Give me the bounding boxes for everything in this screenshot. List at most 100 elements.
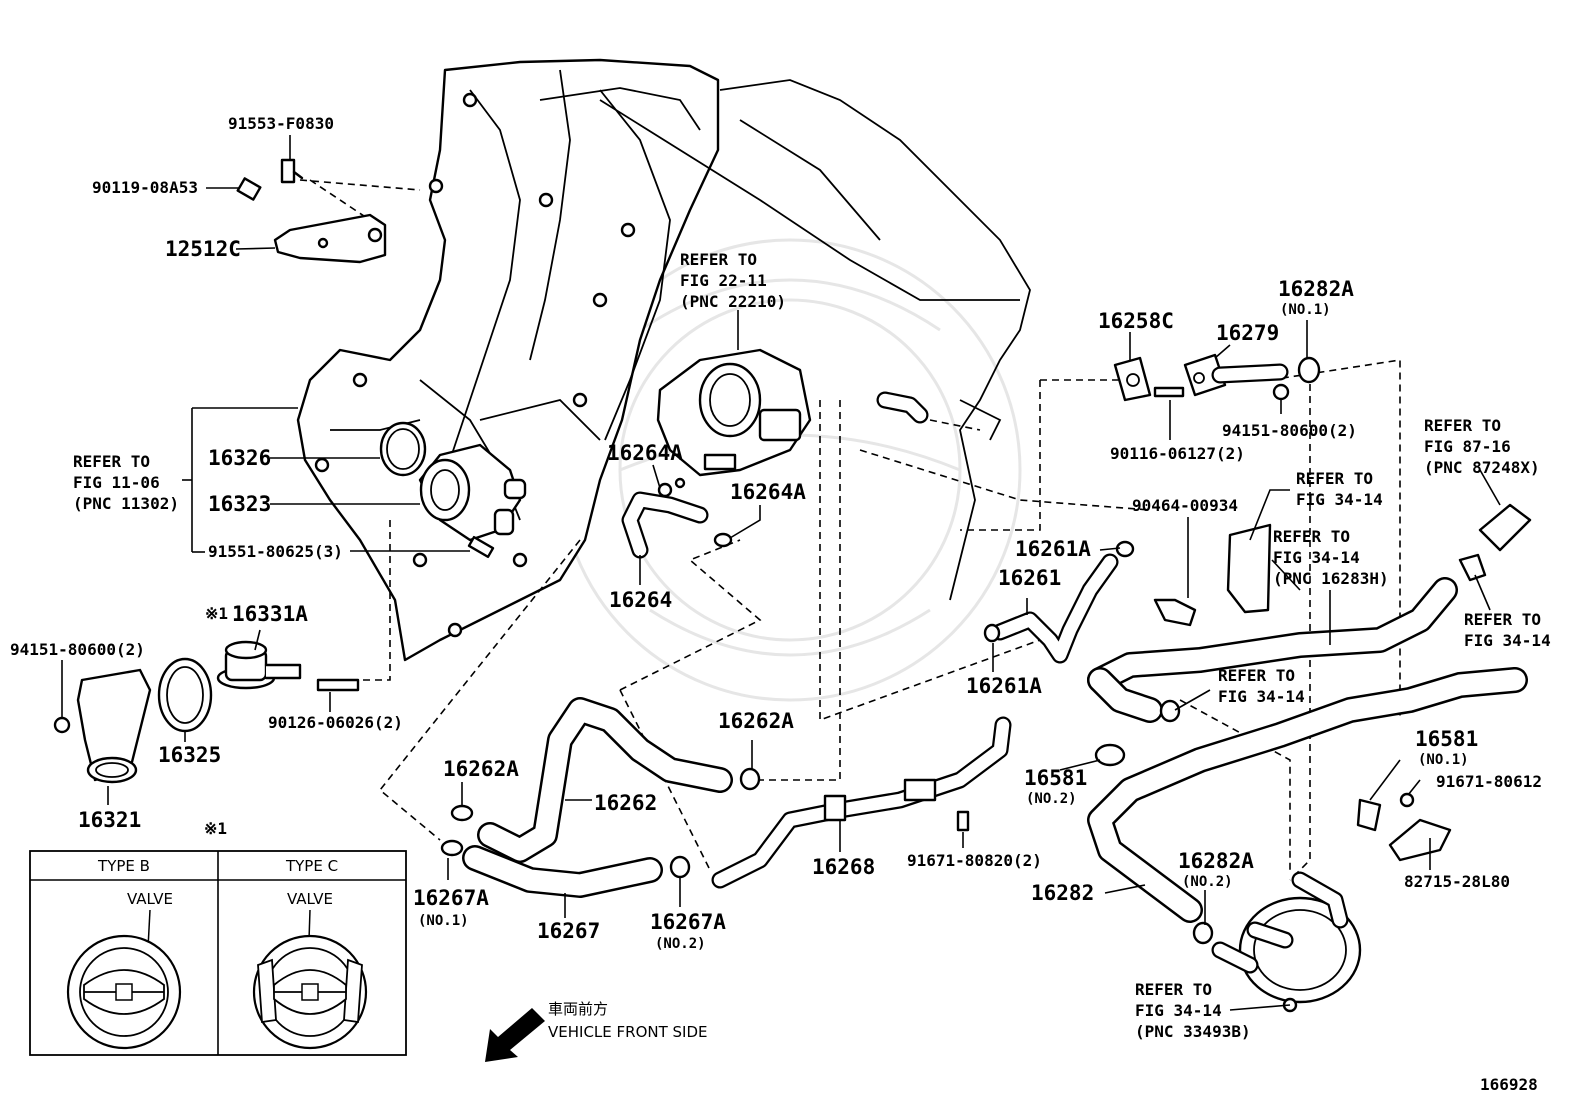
label-refer-34-14-d-line1: REFER TO: [1218, 666, 1295, 685]
label-91671-80820: 91671-80820(2): [907, 851, 1042, 870]
hose-16261: [991, 553, 1119, 664]
label-16262: 16262: [594, 791, 657, 815]
label-16264a-1: 16264A: [607, 441, 683, 465]
label-16282a-1-sub: (NO.1): [1280, 302, 1331, 318]
vehicle-front-arrow: 車両前方 VEHICLE FRONT SIDE: [485, 1000, 708, 1062]
hose-16282: [1087, 667, 1528, 923]
inset-valve-c: VALVE: [287, 890, 333, 908]
inset-type-b: TYPE B: [97, 857, 150, 875]
bolt-90119: [236, 177, 262, 201]
label-16267a-1: 16267A: [413, 886, 489, 910]
elbow-hose: [876, 391, 929, 424]
label-16279: 16279: [1216, 321, 1279, 345]
label-refer-11-06-line1: REFER TO: [73, 452, 150, 471]
nut-94151-left: [53, 716, 71, 734]
hose-16264: [621, 491, 709, 559]
label-16323: 16323: [208, 492, 271, 516]
label-ref-mark-1: ※1: [205, 604, 228, 623]
label-90119-08a53: 90119-08A53: [92, 178, 198, 197]
label-16282a-2-sub: (NO.2): [1182, 874, 1233, 890]
thermostat-type-inset: ※1 TYPE B TYPE C VALVE VALVE: [29, 819, 407, 1056]
leader-lines: [61, 135, 1501, 1011]
label-16321: 16321: [78, 808, 141, 832]
gasket-16325: [157, 657, 213, 733]
label-16261a-2: 16261A: [966, 674, 1042, 698]
water-inlet-16321: [76, 668, 152, 784]
label-refer-34-14-d-line2: FIG 34-14: [1218, 687, 1305, 706]
clip-90464: [1153, 598, 1197, 627]
clamp-16282a-no2: [1192, 921, 1214, 945]
label-16267a-2: 16267A: [650, 910, 726, 934]
label-82715-28l80: 82715-28L80: [1404, 872, 1510, 891]
label-94151-80600-right: 94151-80600(2): [1222, 421, 1357, 440]
stud-90116: [1153, 386, 1185, 398]
diagram-number: 166928: [1480, 1075, 1538, 1094]
label-refer-87-16-line1: REFER TO: [1424, 416, 1501, 435]
label-16262a-2: 16262A: [443, 757, 519, 781]
label-16268: 16268: [812, 855, 875, 879]
label-16267a-2-sub: (NO.2): [655, 936, 706, 952]
front-arrow-icon: [485, 1008, 545, 1062]
throttle-body: [656, 348, 812, 477]
label-91553-f0830: 91553-F0830: [228, 114, 334, 133]
clamps-bottom: [440, 767, 761, 879]
label-16262a-1: 16262A: [718, 709, 794, 733]
label-90126-06026: 90126-06026(2): [268, 713, 403, 732]
label-refer-34-14-a-line2: FIG 34-14: [1296, 490, 1383, 509]
connector-87248x: [1458, 503, 1532, 582]
label-refer-34-14-e-line3: (PNC 33493B): [1135, 1022, 1251, 1041]
front-label-jp: 車両前方: [548, 1000, 608, 1018]
inset-valve-b: VALVE: [127, 890, 173, 908]
nut-94151-right: [1272, 383, 1290, 401]
label-16267a-1-sub: (NO.1): [418, 913, 469, 929]
pipe-16279: [1183, 353, 1289, 397]
label-refer-11-06-line3: (PNC 11302): [73, 494, 179, 513]
hose-16267: [462, 845, 663, 898]
label-refer-22-11-line1: REFER TO: [680, 250, 757, 269]
label-16261a-1: 16261A: [1015, 537, 1091, 561]
front-label-en: VEHICLE FRONT SIDE: [548, 1023, 708, 1041]
water-inlet-16323: [418, 443, 527, 542]
hose-16283h: [1087, 577, 1458, 723]
label-refer-34-14-c-line1: REFER TO: [1464, 610, 1541, 629]
label-refer-34-14-b-line3: (PNC 16283H): [1273, 569, 1389, 588]
label-16264a-2: 16264A: [730, 480, 806, 504]
label-refer-22-11-line3: (PNC 22210): [680, 292, 786, 311]
bolt-91553: [280, 158, 304, 184]
label-refer-87-16-line2: FIG 87-16: [1424, 437, 1511, 456]
label-90116-06127: 90116-06127(2): [1110, 444, 1245, 463]
label-16581-no2: 16581: [1024, 766, 1087, 790]
label-refer-34-14-b-line2: FIG 34-14: [1273, 548, 1360, 567]
inset-mark: ※1: [204, 819, 227, 838]
label-91551-80625: 91551-80625(3): [208, 542, 343, 561]
pipe-16268: [711, 716, 1012, 889]
clamp-16282a-no1: [1297, 356, 1321, 384]
refer-part-34-14: [1226, 523, 1272, 614]
label-16581-no1-sub: (NO.1): [1418, 752, 1469, 768]
label-16264: 16264: [609, 588, 672, 612]
bracket-12512c: [273, 213, 387, 264]
label-16331a: 16331A: [232, 602, 308, 626]
label-16581-no2-sub: (NO.2): [1026, 791, 1077, 807]
inset-type-c: TYPE C: [285, 857, 338, 875]
screw-91671-80820: [956, 810, 970, 832]
part-labels: 91553-F0830 90119-08A53 12512C REFER TO …: [10, 114, 1551, 1041]
label-refer-34-14-c-line2: FIG 34-14: [1464, 631, 1551, 650]
label-refer-34-14-a-line1: REFER TO: [1296, 469, 1373, 488]
gasket-16258c: [1113, 356, 1152, 402]
label-16325: 16325: [158, 743, 221, 767]
oil-cooler: [1211, 871, 1362, 1013]
label-16258c: 16258C: [1098, 309, 1174, 333]
bolt-91551: [467, 535, 495, 559]
stud-90126: [316, 678, 360, 692]
label-16581-no1: 16581: [1415, 727, 1478, 751]
label-12512c: 12512C: [165, 237, 241, 261]
label-16282a-1: 16282A: [1278, 277, 1354, 301]
thermostat-16331a: [216, 640, 302, 690]
clamps-16581: [1094, 699, 1452, 862]
o-ring-16326: [379, 421, 427, 477]
label-16282: 16282: [1031, 881, 1094, 905]
label-94151-80600-left: 94151-80600(2): [10, 640, 145, 659]
label-refer-22-11-line2: FIG 22-11: [680, 271, 767, 290]
